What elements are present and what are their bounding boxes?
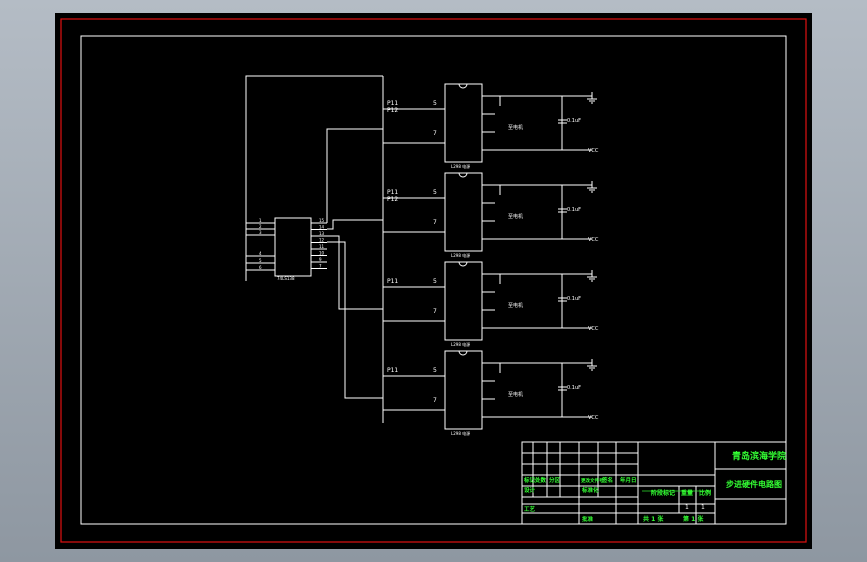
decoder-left-pin: 1: [259, 218, 262, 223]
chip-notch: [458, 172, 468, 178]
inner-drawing-frame: [80, 35, 787, 525]
chip-pin-b-name: P12: [387, 196, 398, 203]
decoder-right-pin: 11: [319, 244, 325, 249]
chip-pin-a-num: 5: [433, 189, 437, 196]
drawing-title: 步进硬件电路图: [726, 479, 782, 489]
sheet-number: 第 1 张: [682, 515, 704, 523]
capacitor-value: 0.1uF: [567, 118, 581, 124]
decoder-right-pin: 7: [319, 264, 322, 269]
decoder-right-pin: 15: [319, 218, 325, 223]
vcc-label: VCC: [588, 148, 599, 154]
left-bus: [245, 75, 384, 423]
vcc-label: VCC: [588, 326, 599, 332]
chip-pin-a-name: P11: [387, 278, 398, 285]
header-change-file: 更改文件号: [581, 477, 604, 484]
label-designer: 设计: [524, 486, 536, 494]
title-block: 青岛滨海学院 步进硬件电路图 标记 处数 分区 更改文件号 签名 年月日 设计 …: [521, 441, 787, 525]
decoder-right-pin: 14: [319, 225, 325, 230]
chip-pin-b-num: 7: [433, 130, 437, 137]
output-label: 至电机: [508, 124, 523, 131]
chip-pin-a-name: P11: [387, 100, 398, 107]
chip-pin-a-num: 5: [433, 100, 437, 107]
chip-part-label: L298 电源: [451, 430, 470, 436]
decoder-right-pin: 10: [319, 251, 325, 256]
label-weight: 重量: [681, 489, 693, 497]
chip-pin-a-name: P11: [387, 189, 398, 196]
output-label: 至电机: [508, 302, 523, 309]
chip-body: [444, 261, 483, 341]
chip-notch: [458, 350, 468, 356]
label-process: 工艺: [524, 505, 536, 513]
driver-chip-4: P11 5 7 至电机 0.1uF VCC L298 电源: [383, 350, 599, 436]
scale-value: 1: [685, 504, 689, 511]
chip-notch: [458, 261, 468, 267]
chip-pin-b-name: P12: [387, 107, 398, 114]
header-zone: 分区: [549, 476, 561, 484]
chip-body: [444, 83, 483, 163]
driver-chip-3: P11 5 7 至电机 0.1uF VCC L298 电源: [383, 261, 599, 347]
vcc-label: VCC: [588, 237, 599, 243]
label-stage-mark: 阶段标记: [651, 489, 675, 497]
capacitor-value: 0.1uF: [567, 207, 581, 213]
header-date: 年月日: [620, 476, 637, 484]
label-approve: 批准: [582, 515, 594, 523]
output-label: 至电机: [508, 213, 523, 220]
decoder-left-pin: 5: [259, 258, 262, 263]
decoder-left-pin: 6: [259, 265, 262, 270]
chip-pin-a-num: 5: [433, 367, 437, 374]
chip-pin-b-num: 7: [433, 397, 437, 404]
chip-notch: [458, 83, 468, 89]
decoder-right-pin: 13: [319, 231, 325, 236]
capacitor-value: 0.1uF: [567, 385, 581, 391]
school-name: 青岛滨海学院: [732, 450, 786, 462]
scale-value-2: 1: [701, 504, 705, 511]
decoder-left-pin: 4: [259, 251, 262, 256]
decoder-left-pin: 3: [259, 230, 262, 235]
header-sign: 签名: [601, 476, 613, 484]
chip-pin-b-num: 7: [433, 219, 437, 226]
header-mark: 标记: [523, 476, 536, 484]
decoder-right-pin: 12: [319, 238, 325, 243]
chip-body: [444, 350, 483, 430]
chip-part-label: L298 电源: [451, 163, 470, 169]
output-label: 至电机: [508, 391, 523, 398]
chip-pin-b-num: 7: [433, 308, 437, 315]
chip-body: [444, 172, 483, 252]
decoder-right-pin: 9: [319, 257, 322, 262]
label-standardize: 标准化: [581, 486, 599, 494]
chip-pin-a-num: 5: [433, 278, 437, 285]
decoder-part-label: 74LS138: [277, 276, 295, 281]
outer-red-frame: [60, 18, 807, 543]
sheet-total: 共 1 张: [643, 515, 664, 523]
header-count: 处数: [534, 476, 547, 484]
vcc-label: VCC: [588, 415, 599, 421]
chip-part-label: L298 电源: [451, 341, 470, 347]
capacitor-value: 0.1uF: [567, 296, 581, 302]
chip-part-label: L298 电源: [451, 252, 470, 258]
decoder-left-pin: 2: [259, 224, 262, 229]
chip-pin-a-name: P11: [387, 367, 398, 374]
label-scale: 比例: [699, 489, 711, 497]
